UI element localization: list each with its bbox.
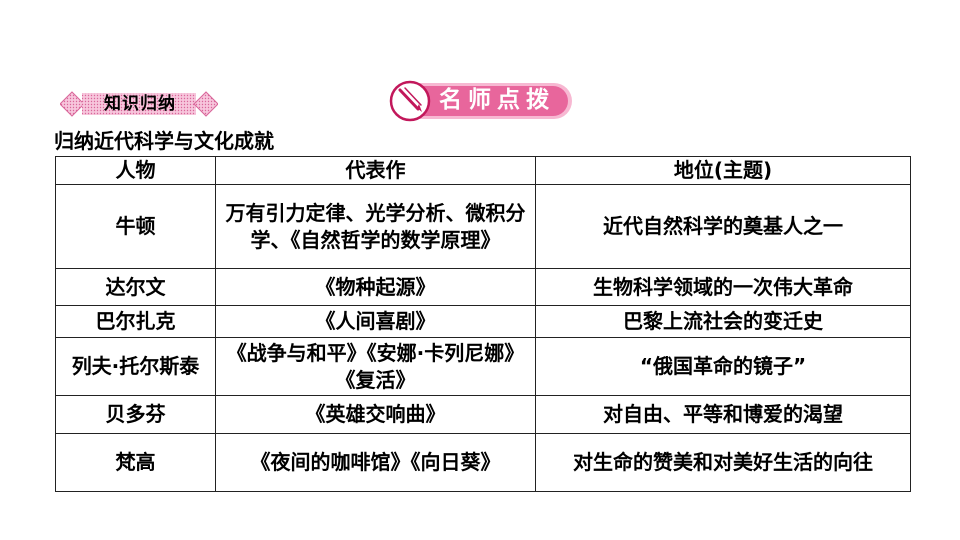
work-cell: 《英雄交响曲》 bbox=[215, 395, 536, 434]
table-row: 贝多芬 《英雄交响曲》 对自由、平等和博爱的渴望 bbox=[55, 395, 911, 434]
person-cell: 巴尔扎克 bbox=[55, 305, 216, 338]
person-cell: 梵高 bbox=[55, 433, 216, 492]
teacher-tip-banner: 名师点拨 bbox=[386, 80, 574, 122]
table-row: 列夫·托尔斯泰 《战争与和平》《安娜·卡列尼娜》《复活》 “俄国革命的镜子” bbox=[55, 337, 911, 396]
person-cell: 牛顿 bbox=[55, 184, 216, 269]
table-row: 巴尔扎克 《人间喜剧》 巴黎上流社会的变迁史 bbox=[55, 305, 911, 338]
status-cell: 对生命的赞美和对美好生活的向往 bbox=[535, 433, 911, 492]
work-cell: 万有引力定律、光学分析、微积分学、《自然哲学的数学原理》 bbox=[215, 184, 536, 269]
table-row: 梵高 《夜间的咖啡馆》《向日葵》 对生命的赞美和对美好生活的向往 bbox=[55, 433, 911, 492]
person-cell: 达尔文 bbox=[55, 268, 216, 306]
achievements-table: 人物 代表作 地位(主题) 牛顿 万有引力定律、光学分析、微积分学、《自然哲学的… bbox=[55, 156, 911, 492]
badge-background bbox=[60, 91, 218, 117]
work-cell: 《人间喜剧》 bbox=[215, 305, 536, 338]
status-cell: “俄国革命的镜子” bbox=[535, 337, 911, 396]
person-cell: 贝多芬 bbox=[55, 395, 216, 434]
table-header-row: 人物 代表作 地位(主题) bbox=[55, 156, 911, 185]
header-person: 人物 bbox=[55, 156, 216, 185]
status-cell: 巴黎上流社会的变迁史 bbox=[535, 305, 911, 338]
pencil-icon bbox=[398, 87, 422, 112]
header-status: 地位(主题) bbox=[535, 156, 911, 185]
tip-background bbox=[389, 80, 572, 122]
work-cell: 《战争与和平》《安娜·卡列尼娜》《复活》 bbox=[215, 337, 536, 396]
badge-label: 知识归纳 bbox=[104, 94, 176, 114]
table-row: 达尔文 《物种起源》 生物科学领域的一次伟大革命 bbox=[55, 268, 911, 306]
section-subtitle: 归纳近代科学与文化成就 bbox=[54, 129, 274, 153]
status-cell: 近代自然科学的奠基人之一 bbox=[535, 184, 911, 269]
header-work: 代表作 bbox=[215, 156, 536, 185]
work-cell: 《物种起源》 bbox=[215, 268, 536, 306]
table-row: 牛顿 万有引力定律、光学分析、微积分学、《自然哲学的数学原理》 近代自然科学的奠… bbox=[55, 184, 911, 269]
person-cell: 列夫·托尔斯泰 bbox=[55, 337, 216, 396]
status-cell: 对自由、平等和博爱的渴望 bbox=[535, 395, 911, 434]
knowledge-summary-badge: 知识归纳 bbox=[60, 91, 218, 117]
work-cell: 《夜间的咖啡馆》《向日葵》 bbox=[215, 433, 536, 492]
status-cell: 生物科学领域的一次伟大革命 bbox=[535, 268, 911, 306]
tip-label: 名师点拨 bbox=[439, 87, 555, 113]
